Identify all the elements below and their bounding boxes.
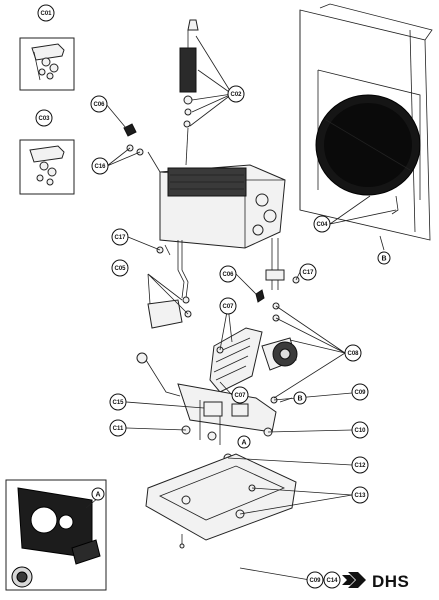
dhs-logo: DHS	[342, 572, 409, 591]
svg-text:C11: C11	[113, 426, 124, 432]
svg-text:C17: C17	[302, 270, 314, 276]
hydraulic-group	[136, 352, 278, 463]
svg-text:C08: C08	[347, 351, 359, 357]
svg-text:C04: C04	[316, 222, 328, 228]
callout-c03: C03	[35, 109, 53, 127]
callout-c08: C08	[344, 344, 362, 362]
callout-c02: C02	[227, 85, 245, 103]
svg-text:C07: C07	[234, 393, 246, 399]
callout-c11: C11	[109, 419, 127, 437]
callout-c17-right: C17	[299, 263, 317, 281]
svg-text:C01: C01	[40, 11, 52, 17]
svg-text:C09: C09	[309, 578, 321, 584]
inset-box-c03	[19, 139, 75, 195]
svg-text:C02: C02	[230, 92, 242, 98]
brand-name: DHS	[372, 572, 409, 591]
marker-b-top: B	[377, 251, 391, 265]
marker-a-inset: A	[91, 487, 105, 501]
callout-c17-left: C17	[111, 228, 129, 246]
callout-c06-top: C06	[90, 95, 108, 113]
svg-text:C13: C13	[354, 493, 366, 499]
flow-pipe-right	[265, 238, 285, 322]
clip-c06	[156, 246, 300, 303]
callout-c07-top: C07	[219, 297, 237, 315]
svg-text:C12: C12	[354, 463, 366, 469]
callout-c10: C10	[351, 421, 369, 439]
callout-c15: C15	[109, 393, 127, 411]
svg-text:C06: C06	[93, 102, 105, 108]
svg-text:C06: C06	[222, 272, 234, 278]
svg-text:A: A	[241, 440, 246, 447]
svg-text:C07: C07	[222, 304, 234, 310]
marker-a-center: A	[237, 435, 251, 449]
callout-c16: C16	[91, 157, 109, 175]
svg-text:C14: C14	[326, 578, 338, 584]
marker-b-lower: B	[293, 391, 307, 405]
inset-box-c01	[19, 37, 75, 91]
svg-text:B: B	[381, 256, 386, 263]
callout-c04: C04	[313, 215, 331, 233]
callout-c12: C12	[351, 456, 369, 474]
gas-pipe	[177, 240, 189, 299]
callout-c05: C05	[111, 259, 129, 277]
svg-text:A: A	[95, 492, 100, 499]
svg-text:C09: C09	[354, 390, 366, 396]
pipe-fitting-left	[123, 123, 161, 173]
svg-text:C03: C03	[38, 116, 50, 122]
callout-c06-mid: C06	[219, 265, 237, 283]
heat-exchanger	[159, 164, 286, 256]
flue-sensor-stack	[179, 19, 199, 166]
svg-text:C15: C15	[112, 400, 124, 406]
gas-valve	[147, 296, 192, 329]
plate-heat-exchanger	[209, 327, 263, 393]
leader-lines	[85, 35, 397, 581]
svg-text:C10: C10	[354, 428, 366, 434]
svg-text:B: B	[297, 396, 302, 403]
fan-assembly	[315, 94, 421, 215]
callout-c07-lower: C07	[231, 386, 249, 404]
callout-c01: C01	[37, 4, 55, 22]
svg-text:C05: C05	[114, 266, 126, 272]
circulation-pump	[261, 337, 298, 371]
inset-box-a	[5, 479, 107, 591]
callout-c09: C09	[351, 383, 369, 401]
svg-text:C16: C16	[94, 164, 106, 170]
callout-c09-bottom: C09	[306, 571, 324, 589]
base-chassis	[145, 453, 297, 549]
svg-text:C17: C17	[114, 235, 126, 241]
callout-c14: C14	[323, 571, 341, 589]
callout-c13: C13	[351, 486, 369, 504]
